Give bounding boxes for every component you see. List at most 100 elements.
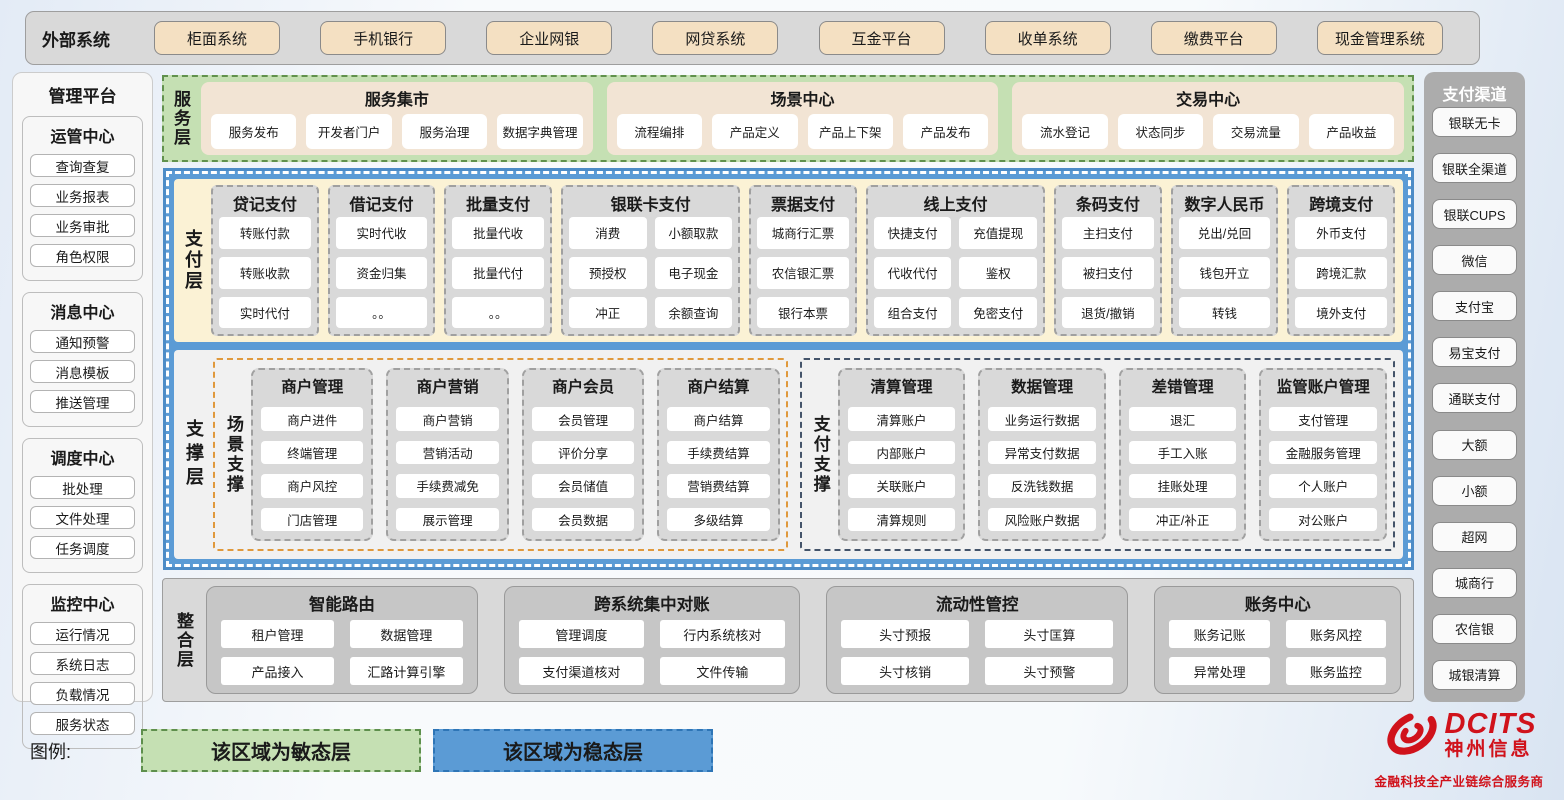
payment-item-button[interactable]: 跨境汇款 bbox=[1295, 256, 1388, 289]
support-item-button[interactable]: 金融服务管理 bbox=[1269, 440, 1378, 465]
integration-item-button[interactable]: 汇路计算引擎 bbox=[349, 657, 463, 685]
integration-item-button[interactable]: 头寸核销 bbox=[840, 657, 970, 685]
support-item-button[interactable]: 清算规则 bbox=[847, 507, 956, 531]
payment-item-button[interactable]: 余额查询 bbox=[654, 296, 733, 329]
payment-channel-button[interactable]: 银联无卡 bbox=[1432, 107, 1517, 137]
payment-channel-button[interactable]: 银联全渠道 bbox=[1432, 153, 1517, 184]
payment-channel-button[interactable]: 易宝支付 bbox=[1432, 337, 1517, 368]
management-item-button[interactable]: 角色权限 bbox=[30, 244, 135, 267]
payment-channel-button[interactable]: 通联支付 bbox=[1432, 383, 1517, 414]
payment-channel-button[interactable]: 银联CUPS bbox=[1432, 199, 1517, 230]
management-item-button[interactable]: 任务调度 bbox=[30, 536, 135, 559]
payment-item-button[interactable]: 鉴权 bbox=[959, 256, 1038, 289]
service-item-button[interactable]: 流水登记 bbox=[1022, 114, 1108, 149]
payment-item-button[interactable]: 组合支付 bbox=[873, 296, 952, 329]
payment-item-button[interactable]: 免密支付 bbox=[959, 296, 1038, 329]
management-item-button[interactable]: 运行情况 bbox=[30, 622, 135, 645]
management-item-button[interactable]: 负载情况 bbox=[30, 682, 135, 705]
external-system-button[interactable]: 企业网银 bbox=[486, 21, 613, 55]
integration-item-button[interactable]: 支付渠道核对 bbox=[518, 657, 644, 685]
payment-item-button[interactable]: 外币支付 bbox=[1295, 217, 1388, 249]
service-item-button[interactable]: 产品发布 bbox=[902, 114, 989, 149]
management-item-button[interactable]: 推送管理 bbox=[30, 390, 135, 413]
external-system-button[interactable]: 收单系统 bbox=[984, 21, 1111, 55]
integration-item-button[interactable]: 头寸预警 bbox=[985, 657, 1114, 685]
payment-item-button[interactable]: 。。 bbox=[452, 296, 545, 329]
payment-item-button[interactable]: 转账付款 bbox=[219, 217, 311, 249]
management-item-button[interactable]: 服务状态 bbox=[30, 712, 135, 735]
payment-channel-button[interactable]: 大额 bbox=[1432, 429, 1517, 460]
support-item-button[interactable]: 商户结算 bbox=[667, 407, 770, 431]
support-item-button[interactable]: 营销活动 bbox=[396, 440, 499, 465]
support-item-button[interactable]: 商户进件 bbox=[261, 407, 364, 431]
integration-item-button[interactable]: 账务风控 bbox=[1285, 620, 1387, 648]
management-item-button[interactable]: 业务报表 bbox=[30, 184, 135, 207]
service-item-button[interactable]: 开发者门户 bbox=[306, 114, 392, 149]
support-item-button[interactable]: 冲正/补正 bbox=[1128, 507, 1237, 531]
payment-item-button[interactable]: 兑出/兑回 bbox=[1178, 217, 1271, 249]
support-item-button[interactable]: 手续费减免 bbox=[396, 474, 499, 498]
payment-item-button[interactable]: 电子现金 bbox=[654, 256, 733, 289]
support-item-button[interactable]: 退汇 bbox=[1128, 407, 1237, 431]
support-item-button[interactable]: 对公账户 bbox=[1269, 507, 1378, 531]
payment-item-button[interactable]: 充值提现 bbox=[959, 217, 1038, 249]
payment-item-button[interactable]: 。。 bbox=[335, 296, 428, 329]
payment-item-button[interactable]: 转账收款 bbox=[219, 256, 311, 289]
payment-item-button[interactable]: 被扫支付 bbox=[1062, 256, 1154, 289]
payment-item-button[interactable]: 主扫支付 bbox=[1062, 217, 1154, 249]
support-item-button[interactable]: 业务运行数据 bbox=[988, 407, 1096, 431]
support-item-button[interactable]: 多级结算 bbox=[667, 507, 770, 531]
integration-item-button[interactable]: 头寸匡算 bbox=[985, 620, 1114, 648]
management-item-button[interactable]: 文件处理 bbox=[30, 506, 135, 529]
payment-item-button[interactable]: 城商行汇票 bbox=[757, 217, 849, 249]
service-item-button[interactable]: 数据字典管理 bbox=[497, 114, 583, 149]
support-item-button[interactable]: 终端管理 bbox=[261, 440, 364, 465]
support-item-button[interactable]: 商户风控 bbox=[261, 474, 364, 498]
payment-item-button[interactable]: 代收代付 bbox=[873, 256, 952, 289]
payment-item-button[interactable]: 实时代收 bbox=[335, 217, 428, 249]
integration-item-button[interactable]: 租户管理 bbox=[221, 620, 334, 648]
payment-item-button[interactable]: 冲正 bbox=[569, 296, 647, 329]
integration-item-button[interactable]: 管理调度 bbox=[518, 620, 644, 648]
integration-item-button[interactable]: 产品接入 bbox=[221, 657, 334, 685]
support-item-button[interactable]: 会员管理 bbox=[531, 407, 635, 431]
management-item-button[interactable]: 批处理 bbox=[30, 476, 135, 499]
management-item-button[interactable]: 通知预警 bbox=[30, 330, 135, 353]
integration-item-button[interactable]: 异常处理 bbox=[1169, 657, 1270, 685]
service-item-button[interactable]: 流程编排 bbox=[616, 114, 703, 149]
payment-item-button[interactable]: 转钱 bbox=[1178, 296, 1271, 329]
payment-item-button[interactable]: 资金归集 bbox=[335, 256, 428, 289]
service-item-button[interactable]: 状态同步 bbox=[1117, 114, 1204, 149]
support-item-button[interactable]: 手工入账 bbox=[1128, 440, 1237, 465]
payment-item-button[interactable]: 批量代付 bbox=[452, 256, 545, 289]
service-item-button[interactable]: 交易流量 bbox=[1213, 114, 1299, 149]
payment-item-button[interactable]: 小额取款 bbox=[654, 217, 733, 249]
support-item-button[interactable]: 评价分享 bbox=[531, 440, 635, 465]
support-item-button[interactable]: 个人账户 bbox=[1269, 474, 1378, 498]
integration-item-button[interactable]: 头寸预报 bbox=[840, 620, 970, 648]
payment-item-button[interactable]: 批量代收 bbox=[452, 217, 545, 249]
payment-item-button[interactable]: 农信银汇票 bbox=[757, 256, 849, 289]
integration-item-button[interactable]: 账务监控 bbox=[1285, 657, 1387, 685]
support-item-button[interactable]: 营销费结算 bbox=[667, 474, 770, 498]
management-item-button[interactable]: 消息模板 bbox=[30, 360, 135, 383]
payment-item-button[interactable]: 银行本票 bbox=[757, 296, 849, 329]
service-item-button[interactable]: 产品定义 bbox=[712, 114, 798, 149]
service-item-button[interactable]: 产品收益 bbox=[1308, 114, 1395, 149]
management-item-button[interactable]: 查询查复 bbox=[30, 154, 135, 177]
payment-item-button[interactable]: 快捷支付 bbox=[873, 217, 952, 249]
payment-item-button[interactable]: 钱包开立 bbox=[1178, 256, 1271, 289]
support-item-button[interactable]: 支付管理 bbox=[1269, 407, 1378, 431]
support-item-button[interactable]: 会员储值 bbox=[531, 474, 635, 498]
support-item-button[interactable]: 内部账户 bbox=[847, 440, 956, 465]
payment-item-button[interactable]: 境外支付 bbox=[1295, 296, 1388, 329]
support-item-button[interactable]: 异常支付数据 bbox=[988, 440, 1096, 465]
support-item-button[interactable]: 挂账处理 bbox=[1128, 474, 1237, 498]
support-item-button[interactable]: 关联账户 bbox=[847, 474, 956, 498]
external-system-button[interactable]: 现金管理系统 bbox=[1316, 21, 1443, 55]
payment-channel-button[interactable]: 城银清算 bbox=[1432, 659, 1517, 690]
support-item-button[interactable]: 展示管理 bbox=[396, 507, 499, 531]
service-item-button[interactable]: 服务发布 bbox=[211, 114, 297, 149]
support-item-button[interactable]: 清算账户 bbox=[847, 407, 956, 431]
integration-item-button[interactable]: 数据管理 bbox=[349, 620, 463, 648]
